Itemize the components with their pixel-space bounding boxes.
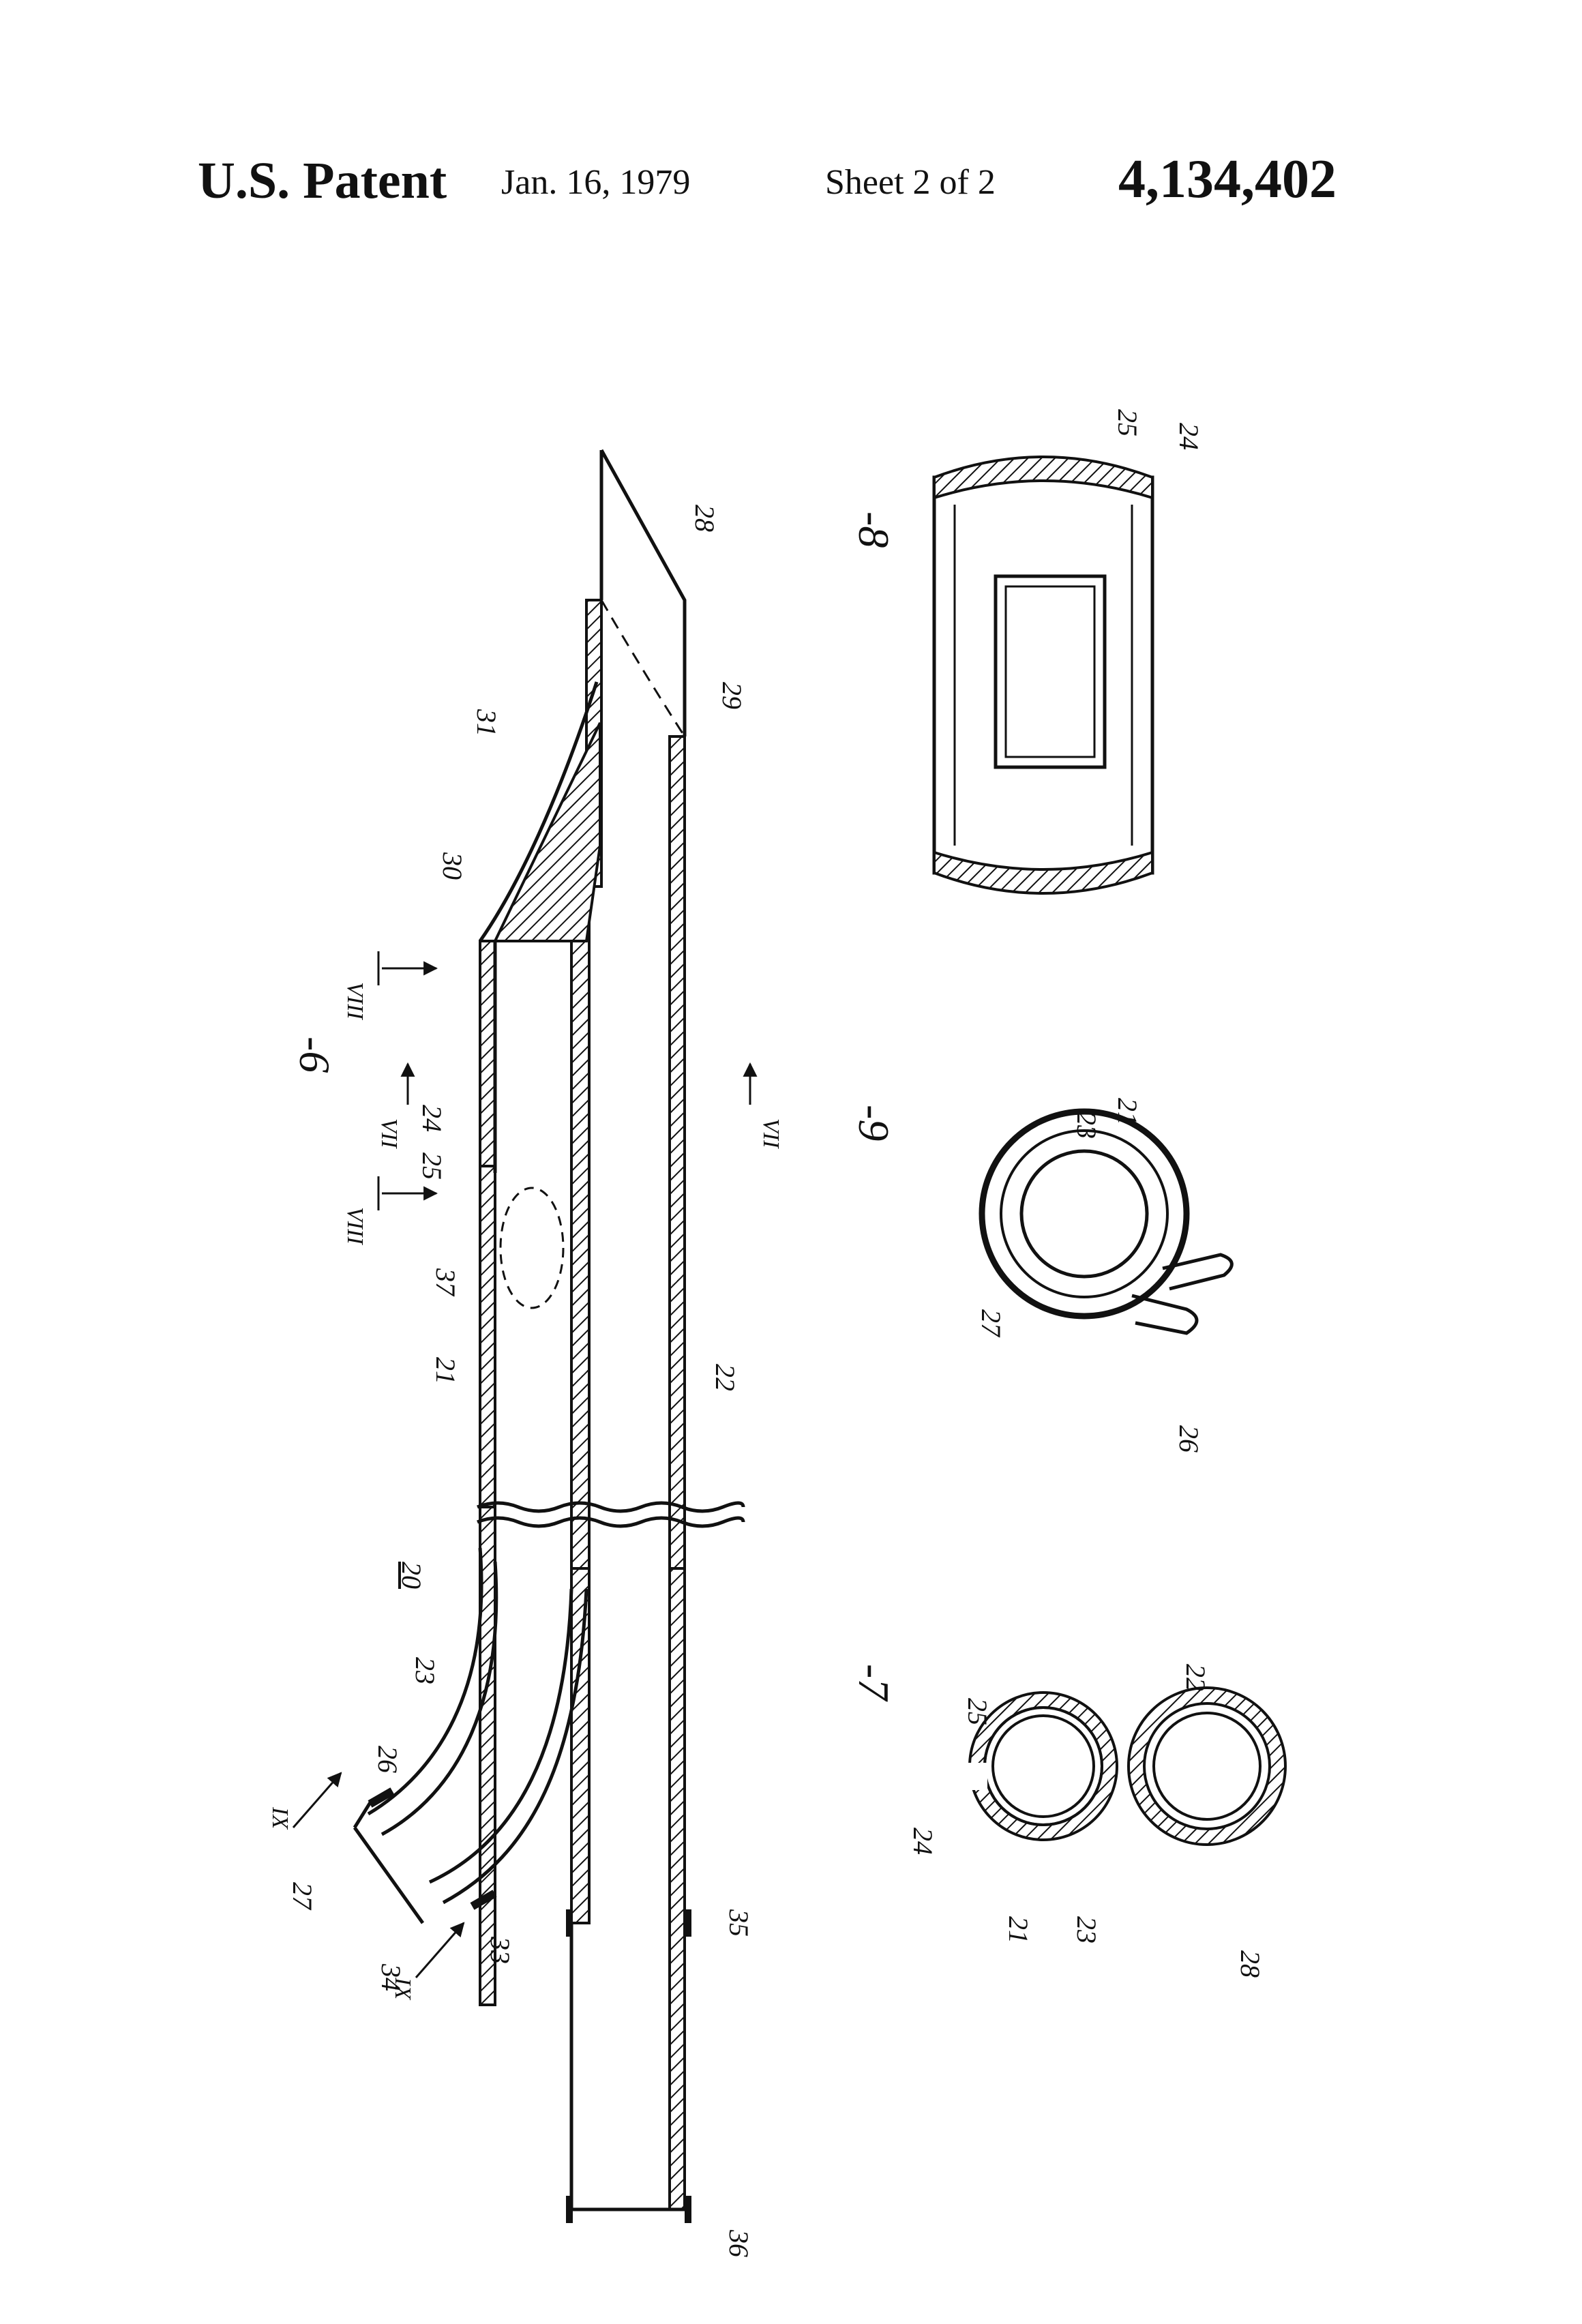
fig7-ref-21: 21 (1003, 1916, 1034, 1943)
outer-tube-upper-right-wall (480, 941, 495, 1166)
figure-9 (982, 1112, 1232, 1333)
svg-text:-7: -7 (850, 1664, 898, 1702)
section-line-viii-upper (378, 951, 436, 985)
ref-30: 30 (437, 852, 468, 880)
hidden-line-29 (601, 600, 685, 736)
fitting-35 (566, 1909, 573, 1937)
section-mark-viii-lower: VIII (342, 1207, 368, 1245)
break-line (477, 1503, 743, 1511)
fig9-ref-26: 26 (1174, 1425, 1204, 1452)
fig7-ref-28: 28 (1235, 1950, 1266, 1978)
ref-36: 36 (723, 2229, 754, 2257)
fig9-ref-23: 23 (1071, 1112, 1102, 1139)
ref-25: 25 (417, 1152, 447, 1180)
ref-35: 35 (723, 1909, 754, 1937)
outer-tube-21-top-wall-left (480, 1166, 495, 1507)
figure-6-label: -6 (290, 1037, 339, 1073)
figure-6 (293, 450, 750, 2223)
ref-33: 33 (485, 1936, 516, 1964)
ref-37: 37 (430, 1268, 461, 1297)
septum-wall-left (571, 1568, 589, 1923)
fig7-ref-23: 23 (1071, 1916, 1102, 1943)
svg-text:-9: -9 (850, 1105, 898, 1141)
figure-7 (968, 1688, 1285, 1845)
inner-tube-22-bottom-wall (670, 736, 685, 1575)
septum-wall-upper (571, 846, 589, 1568)
ref-20: 20 (396, 1562, 427, 1589)
fig8-ref-24: 24 (1174, 423, 1204, 450)
section-mark-vii-lower: VII (758, 1118, 783, 1149)
fig9-ref-27: 27 (976, 1309, 1006, 1338)
section-line-viii-lower (378, 1176, 436, 1210)
ref-28: 28 (689, 505, 720, 532)
section-mark-viii-upper: VIII (342, 982, 368, 1020)
ref-24: 24 (417, 1105, 447, 1132)
ref-26: 26 (372, 1746, 403, 1773)
ref-34: 34 (376, 1963, 406, 1991)
side-arm-end-27 (355, 1828, 423, 1923)
fig8-ref-25: 25 (1112, 409, 1143, 436)
ref-23: 23 (410, 1657, 441, 1684)
figure-8-label: -8 (850, 511, 898, 548)
figure-8 (934, 457, 1152, 893)
port-37 (501, 1188, 563, 1308)
section-mark-vii-upper: VII (376, 1118, 402, 1149)
ref-27: 27 (287, 1882, 318, 1911)
ref-31: 31 (471, 709, 502, 736)
fitting-36 (566, 2196, 573, 2223)
inner-tube-22-bottom-wall-left (670, 1568, 685, 2209)
fig7-ref-22: 22 (1180, 1664, 1211, 1691)
svg-text:-8: -8 (850, 511, 898, 548)
figure-7-label: -7 (850, 1664, 898, 1702)
ref-22: 22 (710, 1364, 741, 1391)
figure-9-label: -9 (850, 1105, 898, 1141)
tip-bevel-28 (601, 450, 685, 736)
fig7-ref-25: 25 (962, 1698, 993, 1725)
fig7-ref-24: 24 (908, 1828, 938, 1855)
ref-21: 21 (430, 1357, 461, 1384)
ref-29: 29 (717, 682, 747, 709)
section-mark-ix-upper: IX (267, 1806, 293, 1830)
fig9-ref-21: 21 (1112, 1098, 1143, 1125)
svg-text:-6: -6 (290, 1037, 339, 1073)
